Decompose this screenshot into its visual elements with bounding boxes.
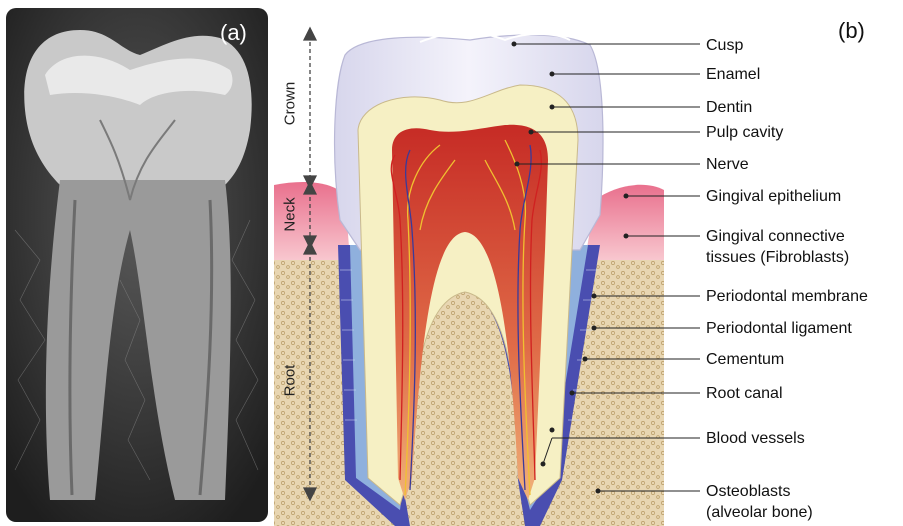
panel-b-label: (b) — [838, 18, 865, 44]
diagram-panel — [274, 28, 700, 526]
region-root-label: Root — [282, 361, 299, 401]
callout-cementum: Cementum — [706, 350, 784, 369]
callout-nerve: Nerve — [706, 155, 749, 174]
panel-a-label: (a) — [220, 20, 247, 45]
callout-pulp-cavity: Pulp cavity — [706, 123, 783, 142]
callout-osteoblasts-line2: (alveolar bone) — [706, 503, 813, 522]
callout-periodontal-ligament: Periodontal ligament — [706, 319, 852, 338]
callout-periodontal-membrane: Periodontal membrane — [706, 287, 868, 306]
callout-cusp: Cusp — [706, 36, 743, 55]
callout-blood-vessels: Blood vessels — [706, 429, 805, 448]
region-neck-label: Neck — [282, 195, 299, 235]
callout-gingival-connective-line2: tissues (Fibroblasts) — [706, 248, 849, 267]
callout-gingival-epithelium: Gingival epithelium — [706, 187, 841, 206]
region-crown-label: Crown — [282, 82, 299, 126]
callout-enamel: Enamel — [706, 65, 760, 84]
callout-root-canal: Root canal — [706, 384, 783, 403]
xray-panel: (a) — [6, 8, 268, 522]
callout-dentin: Dentin — [706, 98, 752, 117]
callout-osteoblasts-line1: Osteoblasts — [706, 482, 790, 501]
callout-gingival-connective-line1: Gingival connective — [706, 227, 845, 246]
